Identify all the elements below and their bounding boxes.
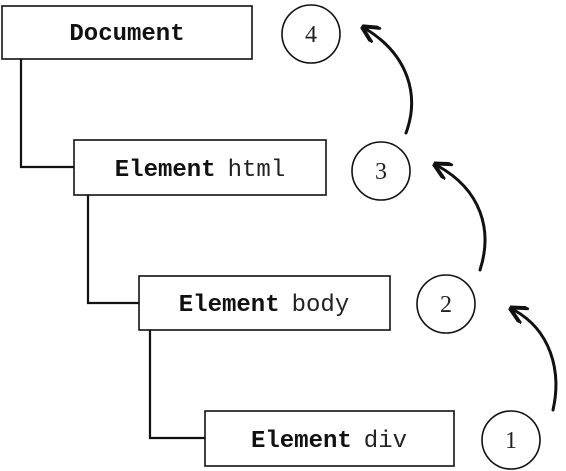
connector-document-html: [19, 59, 74, 169]
node-document-box: [1, 5, 253, 60]
step-2: 2: [416, 274, 476, 334]
step-4: 4: [281, 4, 341, 64]
node-div-tag: div: [364, 428, 407, 455]
node-document: Document: [1, 5, 253, 60]
node-div-label: Element div: [251, 428, 407, 455]
node-div-box: [204, 410, 455, 467]
node-body: Element body: [138, 275, 391, 331]
step-1-circle: [481, 410, 541, 470]
step-3: 3: [351, 141, 411, 201]
step-2-number: 2: [440, 292, 452, 318]
arrow-step-1-to-2: [514, 310, 558, 412]
step-3-circle: [351, 141, 411, 201]
arrow-step-2-to-3: [438, 166, 487, 272]
node-div-kind: Element: [251, 428, 352, 455]
node-html: Element html: [73, 139, 327, 196]
step-2-circle: [416, 274, 476, 334]
node-html-box: [73, 139, 327, 196]
step-3-number: 3: [375, 159, 387, 185]
connector-html-body: [86, 195, 139, 305]
node-html-kind: Element: [115, 157, 216, 184]
node-body-tag: body: [292, 292, 350, 319]
node-document-label: Document: [69, 21, 184, 48]
node-body-label: Element body: [179, 292, 349, 319]
step-1: 1: [481, 410, 541, 470]
step-4-number: 4: [305, 22, 317, 48]
connector-body-div: [148, 330, 205, 440]
node-html-label: Element html: [115, 157, 285, 184]
node-body-box: [138, 275, 391, 331]
node-html-tag: html: [228, 157, 286, 184]
step-4-circle: [281, 4, 341, 64]
step-1-number: 1: [505, 428, 517, 454]
node-div: Element div: [204, 410, 455, 467]
arrow-step-3-to-4: [366, 29, 414, 135]
node-body-kind: Element: [179, 292, 280, 319]
